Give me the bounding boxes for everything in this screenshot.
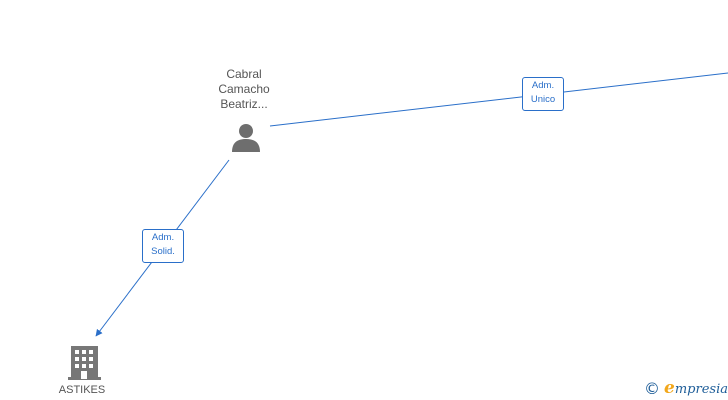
logo-initial: e — [664, 378, 675, 398]
copyright-icon: © — [644, 378, 661, 398]
brand-watermark: © empresia — [644, 378, 728, 398]
edge-line-adm-unico — [269, 72, 728, 127]
edge-label-adm-unico-line-1: Adm. — [531, 80, 555, 91]
edge-label-adm-unico[interactable]: Adm. Unico — [522, 77, 564, 111]
person-icon[interactable] — [232, 124, 260, 152]
person-label-line-2: Camacho — [218, 82, 270, 96]
person-label-line-1: Cabral — [226, 67, 262, 81]
company-node-label[interactable]: ASTIKES — [42, 383, 122, 398]
edge-label-adm-solid-line-2: Solid. — [151, 246, 175, 257]
edge-label-adm-unico-line-2: Unico — [530, 94, 556, 105]
building-icon[interactable] — [68, 346, 101, 380]
edge-label-adm-solid[interactable]: Adm. Solid. — [142, 229, 184, 263]
logo-rest: mpresia — [674, 382, 728, 397]
person-label-line-3: Beatriz... — [220, 97, 268, 111]
edge-label-adm-solid-line-1: Adm. — [151, 232, 175, 243]
company-label: ASTIKES — [58, 384, 106, 396]
empresia-logo: empresia — [664, 378, 728, 398]
person-node-label[interactable]: Cabral Camacho Beatriz... — [204, 67, 284, 112]
